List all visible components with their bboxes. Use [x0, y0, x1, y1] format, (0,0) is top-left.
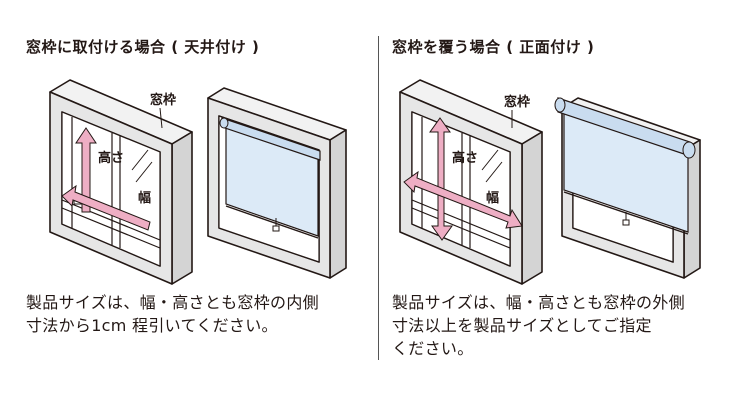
left-panel: 窓枠に取付ける場合 ( 天井付け ) 窓枠 高さ 幅 [26, 38, 371, 337]
right-panel: 窓枠を覆う場合 ( 正面付け ) 窓枠 高さ 幅 [382, 0, 750, 403]
left-caption: 製品サイズは、幅・高さとも窓枠の内側 寸法から1cm 程引いてください。 [26, 291, 371, 337]
right-frame-label: 窓枠 [504, 94, 530, 110]
left-caption-line: 寸法から1cm 程引いてください。 [26, 316, 278, 335]
left-caption-line: 製品サイズは、幅・高さとも窓枠の内側 [26, 293, 319, 312]
left-frame-label: 窓枠 [150, 92, 176, 108]
right-caption-line: 寸法以上を製品サイズとしてご指定 [392, 316, 652, 335]
left-blind-window [207, 87, 347, 279]
right-caption-line: ください。 [392, 339, 474, 358]
right-caption: 製品サイズは、幅・高さとも窓枠の外側 寸法以上を製品サイズとしてご指定 ください… [392, 291, 742, 360]
left-frame-pointer [159, 107, 163, 129]
right-caption-line: 製品サイズは、幅・高さとも窓枠の外側 [392, 293, 685, 312]
right-heading: 窓枠を覆う場合 ( 正面付け ) [392, 38, 595, 56]
left-height-label: 高さ [98, 150, 124, 166]
left-illustration: 窓枠 高さ 幅 [49, 79, 347, 285]
left-height-arrow [75, 127, 97, 213]
right-window-frame [399, 79, 543, 285]
left-width-label: 幅 [138, 190, 151, 206]
panel-divider [378, 36, 379, 360]
left-heading: 窓枠に取付ける場合 ( 天井付け ) [26, 38, 260, 56]
right-height-arrow [429, 117, 453, 241]
left-window-frame [49, 79, 193, 285]
right-illustration: 窓枠 高さ 幅 [399, 79, 701, 285]
right-height-label: 高さ [452, 150, 478, 166]
right-blind-window [554, 97, 701, 279]
right-width-arrow [403, 170, 523, 229]
left-width-arrow [61, 184, 151, 231]
right-width-label: 幅 [486, 190, 499, 206]
